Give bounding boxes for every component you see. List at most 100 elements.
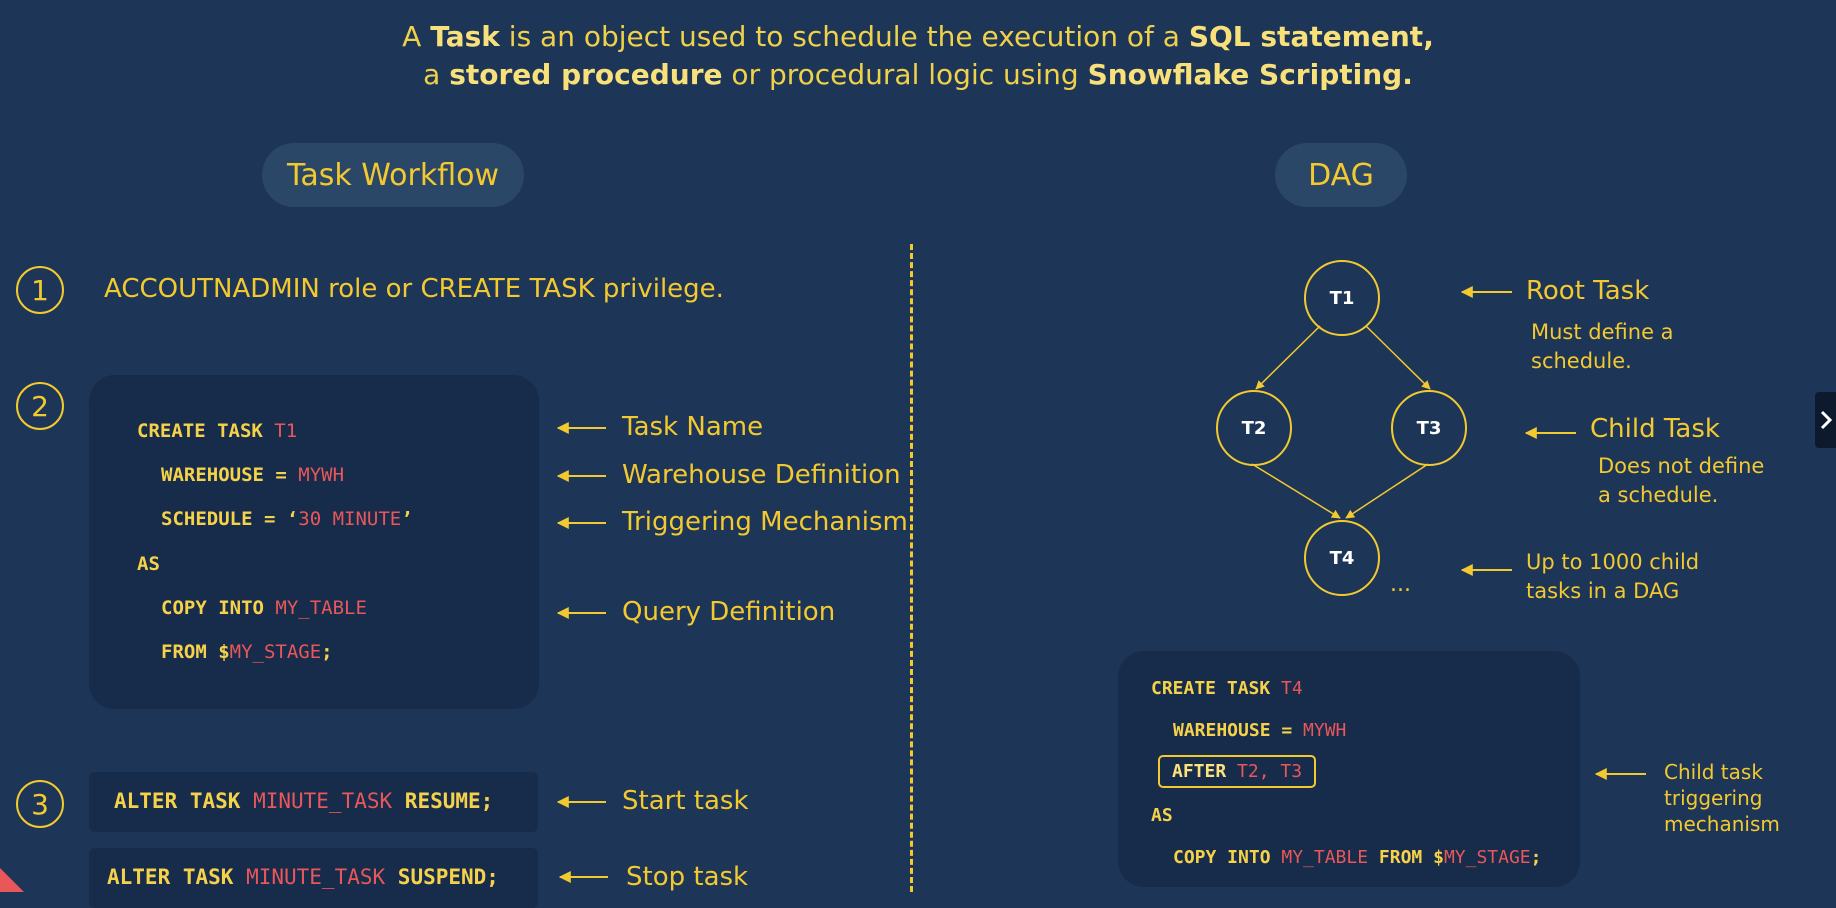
code-keyword: SUSPEND; — [385, 865, 499, 889]
step-1-text: ACCOUTNADMIN role or CREATE TASK privile… — [104, 274, 724, 304]
label-triggering-mechanism: Triggering Mechanism — [622, 507, 908, 537]
code-line: AS — [137, 553, 160, 575]
code-keyword: ; — [1530, 847, 1542, 868]
edge-t1-t3 — [1365, 325, 1431, 390]
code-keyword: SCHEDULE = — [161, 508, 287, 530]
header-text: a — [423, 58, 450, 91]
code-line: CREATE TASK T1 — [137, 420, 297, 442]
dag-node-label: T4 — [1329, 547, 1355, 569]
label-query-definition: Query Definition — [622, 597, 836, 627]
code-value: MINUTE_TASK — [253, 789, 393, 813]
edge-t1-t2 — [1255, 325, 1321, 390]
code-value: MY_TABLE — [1281, 847, 1369, 868]
note-line: a schedule. — [1598, 483, 1719, 507]
label-start-task: Start task — [622, 786, 749, 816]
step-1-number: 1 — [16, 266, 64, 314]
code-keyword: AS — [1151, 805, 1173, 826]
after-clause: AFTER T2, T3 — [1158, 755, 1317, 788]
root-task-note: Must define a schedule. — [1531, 318, 1674, 376]
code-value: 30 MINUTE — [298, 508, 402, 530]
step-number-text: 1 — [31, 273, 49, 307]
step-number-text: 2 — [31, 389, 49, 423]
chevron-right-icon — [1820, 410, 1832, 430]
code-line: FROM $MY_STAGE; — [161, 641, 333, 663]
edge-t2-t4 — [1251, 463, 1341, 519]
step-3-number: 3 — [16, 780, 64, 828]
section-divider — [910, 244, 913, 892]
code-quote: ’ — [401, 508, 413, 530]
dag-node-t2: T2 — [1216, 390, 1292, 466]
code-keyword: ALTER TASK — [114, 789, 254, 813]
task-workflow-title-text: Task Workflow — [286, 157, 500, 193]
code-line: AS — [1151, 805, 1173, 826]
code-keyword: FROM $ — [1368, 847, 1444, 868]
note-line: Does not define — [1598, 454, 1765, 478]
dag-node-t3: T3 — [1391, 390, 1467, 466]
header-term-task: Task — [430, 20, 500, 53]
code-value: MINUTE_TASK — [246, 865, 386, 889]
code-line: WAREHOUSE = MYWH — [161, 464, 344, 486]
label-child-task: Child Task — [1590, 414, 1720, 444]
header-term-sql: SQL statement, — [1188, 20, 1434, 53]
header-text: A — [402, 20, 431, 53]
label-root-task: Root Task — [1526, 276, 1650, 306]
code-keyword: CREATE TASK — [1151, 678, 1282, 699]
dag-node-label: T2 — [1241, 417, 1267, 439]
code-keyword: AS — [137, 553, 160, 575]
header-term-procedure: stored procedure — [449, 58, 723, 91]
note-line: Child task — [1664, 760, 1763, 784]
task-workflow-title: Task Workflow — [262, 143, 524, 207]
dag-node-t4: T4 — [1304, 520, 1380, 596]
note-line: Must define a — [1531, 320, 1674, 344]
code-value: MY_TABLE — [275, 597, 367, 619]
child-task-note: Does not define a schedule. — [1598, 452, 1764, 510]
dag-limit-note: Up to 1000 child tasks in a DAG — [1526, 548, 1699, 606]
label-stop-task: Stop task — [626, 862, 749, 892]
code-keyword: CREATE TASK — [137, 420, 275, 442]
code-line: COPY INTO MY_TABLE FROM $MY_STAGE; — [1173, 847, 1541, 868]
code-keyword: WAREHOUSE = — [1173, 720, 1304, 741]
code-keyword: AFTER — [1172, 761, 1238, 782]
header-line-1: A Task is an object used to schedule the… — [0, 18, 1836, 56]
label-warehouse-definition: Warehouse Definition — [622, 460, 901, 490]
header-text: is an object used to schedule the execut… — [499, 20, 1189, 53]
code-line: ALTER TASK MINUTE_TASK SUSPEND; — [107, 865, 499, 889]
code-value: MY_STAGE — [1443, 847, 1531, 868]
step-number-text: 3 — [31, 787, 49, 821]
code-keyword: RESUME; — [392, 789, 494, 813]
code-keyword: ; — [321, 641, 333, 663]
dag-title-text: DAG — [1308, 157, 1374, 193]
step-2-number: 2 — [16, 382, 64, 430]
code-line: CREATE TASK T4 — [1151, 678, 1303, 699]
note-line: Up to 1000 child — [1526, 550, 1700, 574]
dag-node-label: T3 — [1416, 417, 1442, 439]
dag-node-label: T1 — [1329, 287, 1355, 309]
code-line: SCHEDULE = ‘30 MINUTE’ — [161, 508, 413, 530]
header-term-scripting: Snowflake Scripting. — [1087, 58, 1413, 91]
code-keyword: FROM $ — [161, 641, 230, 663]
code-value: T2, T3 — [1237, 761, 1303, 782]
code-line: WAREHOUSE = MYWH — [1173, 720, 1346, 741]
header-text: or procedural logic using — [722, 58, 1088, 91]
code-keyword: COPY INTO — [161, 597, 276, 619]
expand-panel-button[interactable] — [1815, 392, 1836, 448]
label-task-name: Task Name — [622, 412, 764, 442]
code-value: T4 — [1281, 678, 1303, 699]
edge-t3-t4 — [1345, 463, 1429, 519]
code-value: MYWH — [298, 464, 345, 486]
note-line: mechanism — [1664, 812, 1780, 836]
corner-accent — [0, 868, 24, 892]
dag-ellipsis: ... — [1390, 572, 1411, 597]
note-line: tasks in a DAG — [1526, 579, 1680, 603]
child-trigger-note: Child task triggering mechanism — [1664, 759, 1780, 837]
code-value: T1 — [274, 420, 298, 442]
code-keyword: ALTER TASK — [107, 865, 247, 889]
code-keyword: COPY INTO — [1173, 847, 1282, 868]
dag-title: DAG — [1275, 143, 1407, 207]
header-line-2: a stored procedure or procedural logic u… — [0, 56, 1836, 94]
code-value: MYWH — [1303, 720, 1347, 741]
code-quote: ‘ — [286, 508, 299, 530]
code-keyword: WAREHOUSE = — [161, 464, 299, 486]
code-line: COPY INTO MY_TABLE — [161, 597, 367, 619]
